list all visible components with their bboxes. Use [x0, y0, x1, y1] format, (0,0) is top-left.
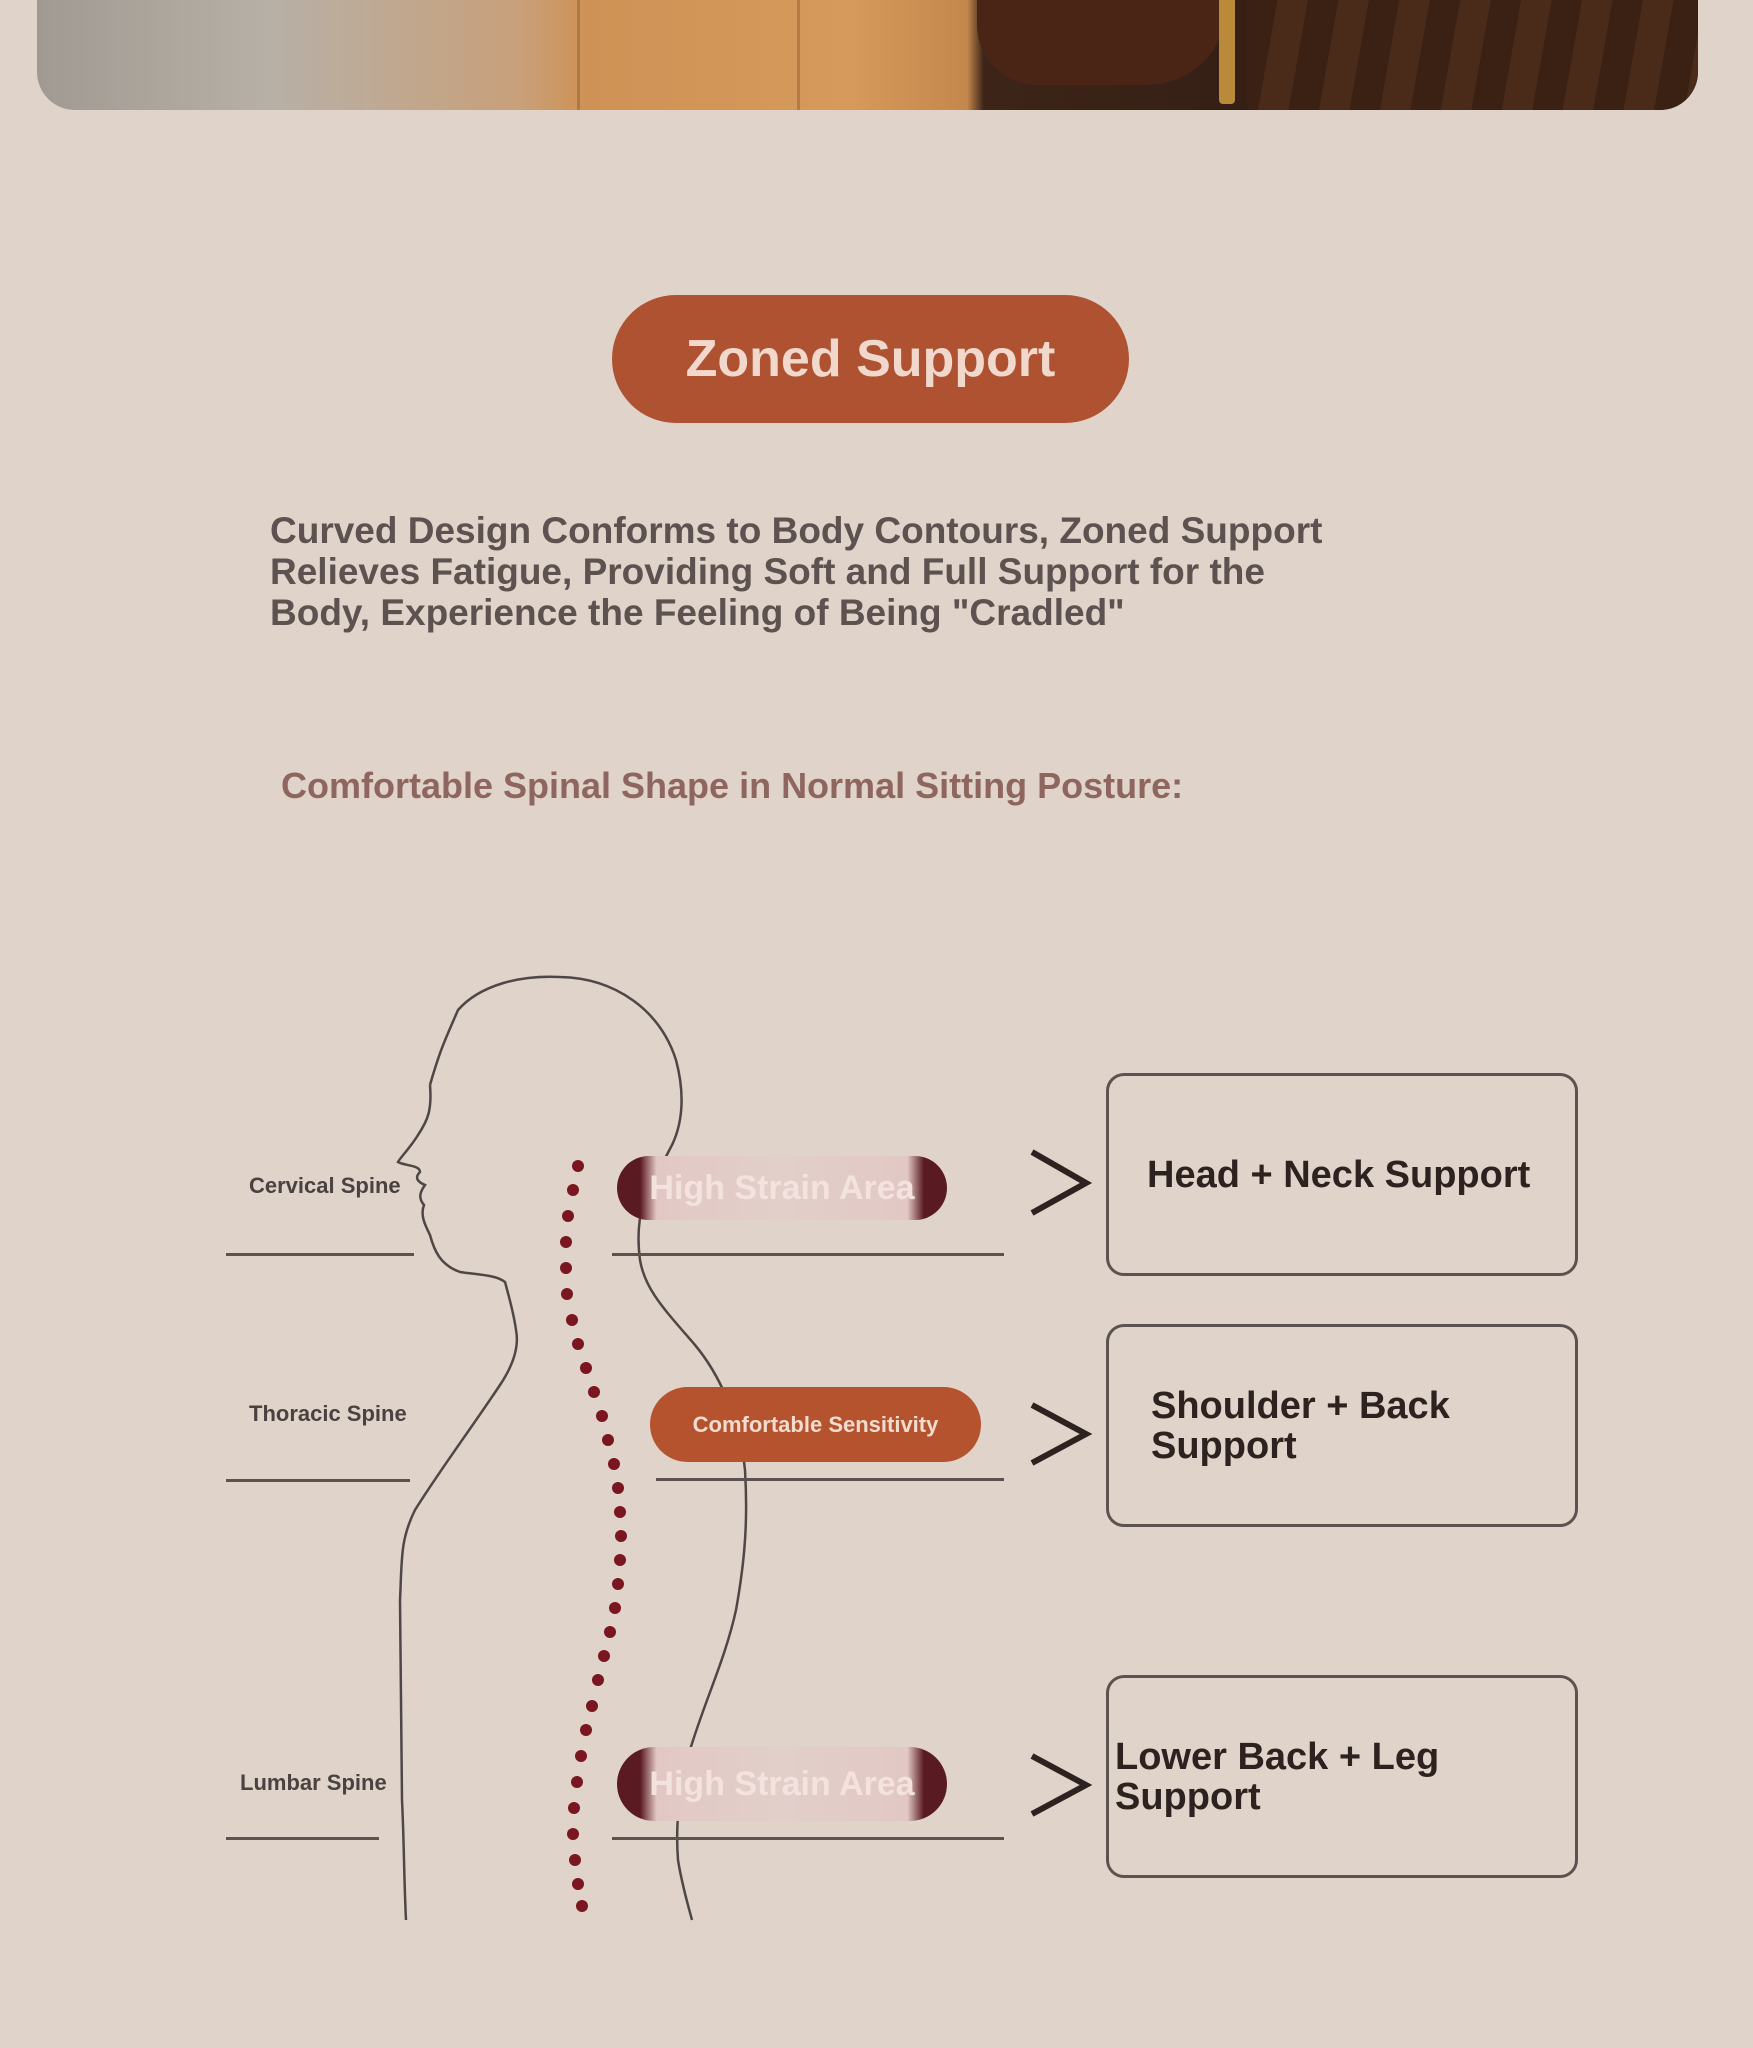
thoracic-underline	[226, 1479, 410, 1482]
intro-text: Curved Design Conforms to Body Contours,…	[270, 510, 1323, 633]
wood-floor	[1247, 0, 1698, 110]
chevron-right-icon	[1030, 1149, 1093, 1216]
lower-zone-underline	[612, 1837, 1004, 1840]
sofa-leg	[1219, 0, 1235, 104]
thoracic-spine-label: Thoracic Spine	[249, 1401, 407, 1426]
comfort-zone-pill: Comfortable Sensitivity	[650, 1387, 981, 1462]
head-neck-support-box: Head + Neck Support	[1106, 1073, 1578, 1276]
face-line	[428, 975, 683, 1181]
spine-subheading: Comfortable Spinal Shape in Normal Sitti…	[281, 765, 1184, 806]
lower-back-leg-support-box: Lower Back + Leg Support	[1106, 1675, 1578, 1878]
cushion-seam	[577, 0, 580, 110]
cervical-underline	[226, 1253, 414, 1256]
cushion-seam	[797, 0, 800, 110]
lower-strain-zone: High Strain Area	[617, 1747, 947, 1821]
middle-zone-underline	[656, 1478, 1004, 1481]
lumbar-underline	[226, 1837, 379, 1840]
nose-chin-line	[396, 1084, 519, 1921]
lower-back-leg-support-text: Lower Back + Leg Support	[1115, 1735, 1440, 1818]
chevron-right-icon	[1030, 1402, 1093, 1466]
spine-dots	[560, 1160, 627, 1912]
face-profile-line	[547, 873, 680, 1080]
product-photo	[37, 0, 1698, 110]
upper-strain-zone: High Strain Area	[617, 1156, 947, 1220]
sofa-armrest	[977, 0, 1227, 85]
lumbar-spine-label: Lumbar Spine	[240, 1770, 387, 1795]
shoulder-back-support-text: Shoulder + Back Support	[1151, 1384, 1450, 1467]
shoulder-back-support-box: Shoulder + Back Support	[1106, 1324, 1578, 1527]
head-neck-support-text: Head + Neck Support	[1147, 1153, 1531, 1196]
cervical-spine-label: Cervical Spine	[249, 1173, 401, 1198]
upper-zone-underline	[612, 1253, 1004, 1256]
head-outline	[396, 965, 676, 1165]
chevron-right-icon	[1030, 1753, 1093, 1817]
section-title: Zoned Support	[612, 295, 1129, 423]
